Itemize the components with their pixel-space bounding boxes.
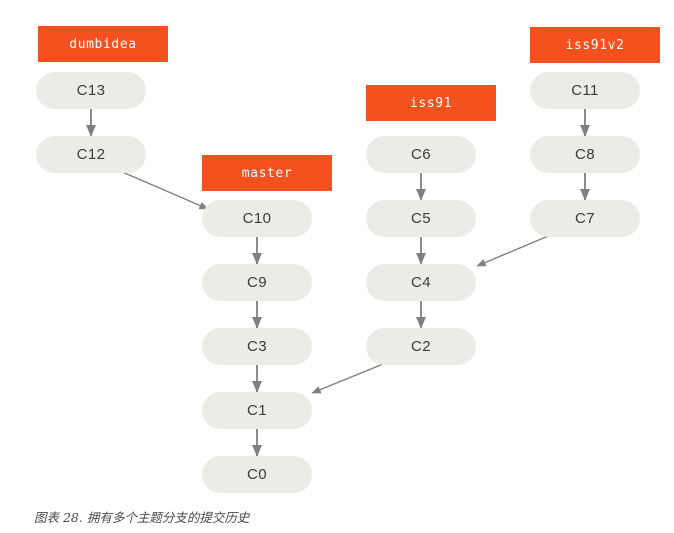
commit-node-c10[interactable]: C10 xyxy=(202,200,312,237)
commit-node-label: C4 xyxy=(411,274,431,291)
commit-node-label: C7 xyxy=(575,210,595,227)
commit-node-label: C0 xyxy=(247,466,267,483)
commit-node-c5[interactable]: C5 xyxy=(366,200,476,237)
edge-c12-to-c10 xyxy=(112,167,209,210)
branch-label-text: master xyxy=(241,165,293,181)
figure-caption: 图表 28. 拥有多个主题分支的提交历史 xyxy=(34,510,250,525)
commit-node-c9[interactable]: C9 xyxy=(202,264,312,301)
commit-node-c13[interactable]: C13 xyxy=(36,72,146,109)
commit-node-c0[interactable]: C0 xyxy=(202,456,312,493)
branch-label-text: iss91 xyxy=(409,95,453,111)
commit-node-c7[interactable]: C7 xyxy=(530,200,640,237)
commit-node-c11[interactable]: C11 xyxy=(530,72,640,109)
commit-node-label: C6 xyxy=(411,146,431,163)
commit-node-label: C11 xyxy=(571,82,599,99)
edge-c2-to-c1 xyxy=(311,361,389,394)
commit-node-c12[interactable]: C12 xyxy=(36,136,146,173)
branch-label-iss91[interactable]: iss91 xyxy=(366,85,496,121)
commit-node-c1[interactable]: C1 xyxy=(202,392,312,429)
commit-node-c6[interactable]: C6 xyxy=(366,136,476,173)
commit-node-label: C12 xyxy=(76,146,106,163)
commit-node-c4[interactable]: C4 xyxy=(366,264,476,301)
edges-group xyxy=(85,109,591,457)
edge-c7-to-c4 xyxy=(476,233,554,267)
commit-node-label: C8 xyxy=(575,146,595,163)
commit-node-label: C9 xyxy=(247,274,267,291)
branch-label-master[interactable]: master xyxy=(202,155,332,191)
commit-node-label: C3 xyxy=(247,338,267,355)
branch-label-iss91v2[interactable]: iss91v2 xyxy=(530,27,660,63)
commit-node-label: C5 xyxy=(411,210,431,227)
commit-node-c2[interactable]: C2 xyxy=(366,328,476,365)
commit-node-label: C1 xyxy=(247,402,267,419)
commit-node-label: C13 xyxy=(76,82,106,99)
branch-label-dumbidea[interactable]: dumbidea xyxy=(38,26,168,62)
commit-node-label: C10 xyxy=(242,210,272,227)
branch-label-text: iss91v2 xyxy=(565,37,625,53)
commit-node-label: C2 xyxy=(411,338,431,355)
commit-node-c8[interactable]: C8 xyxy=(530,136,640,173)
commit-node-c3[interactable]: C3 xyxy=(202,328,312,365)
branch-label-text: dumbidea xyxy=(69,36,137,52)
